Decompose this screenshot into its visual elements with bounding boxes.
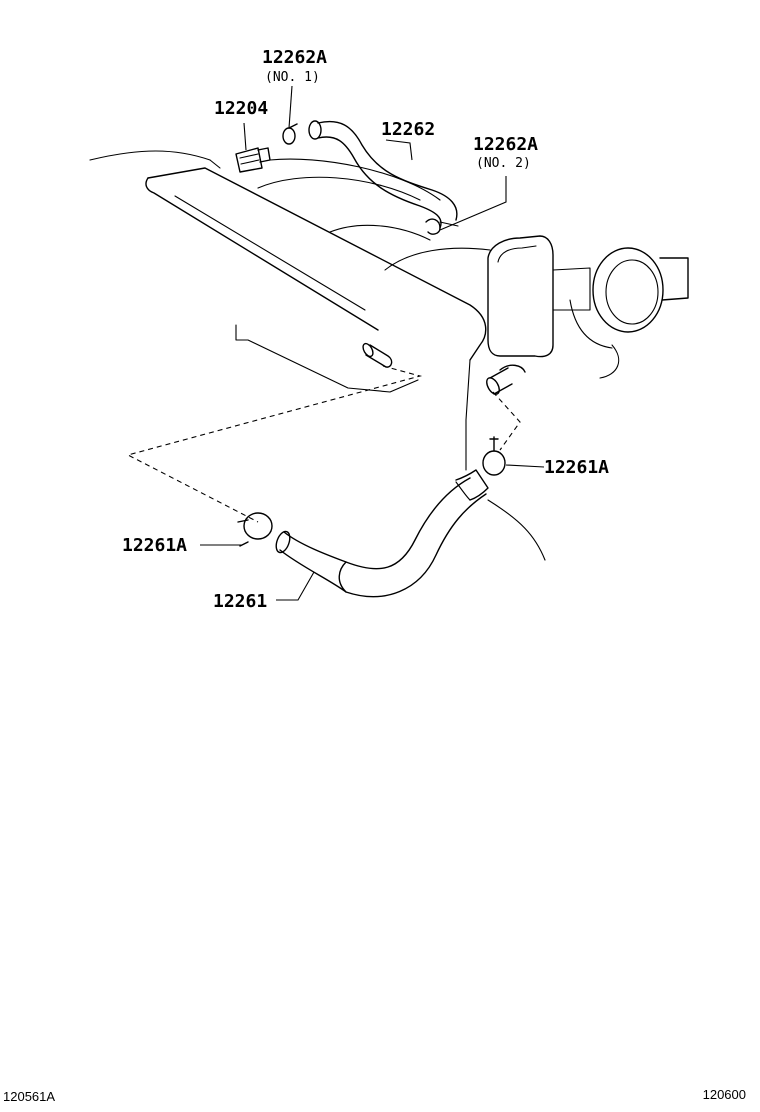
label-12261A-right: 12261A bbox=[544, 457, 609, 478]
label-12261A-left: 12261A bbox=[122, 535, 187, 556]
leader-lines bbox=[200, 85, 545, 601]
label-12262: 12262 bbox=[381, 119, 435, 140]
clip-12261A-left bbox=[237, 512, 273, 547]
diagram-code-left: 120561A bbox=[3, 1089, 56, 1104]
clip-no2 bbox=[425, 218, 441, 235]
diagram-code-right: 120600 bbox=[702, 1087, 746, 1102]
pcv-valve-12204 bbox=[235, 147, 271, 173]
hose-12262 bbox=[308, 120, 459, 229]
engine-outline bbox=[89, 150, 620, 561]
label-12262A-no1-sub: (NO. 1) bbox=[265, 70, 320, 85]
pcv-chamber bbox=[486, 235, 689, 395]
label-12261: 12261 bbox=[213, 591, 267, 612]
label-12204: 12204 bbox=[214, 98, 268, 119]
label-12262A-no2: 12262A bbox=[473, 134, 538, 155]
clip-12261A-right bbox=[482, 436, 506, 476]
label-12262A-no1: 12262A bbox=[262, 47, 327, 68]
hose-12261 bbox=[275, 469, 489, 598]
clip-no1 bbox=[282, 123, 298, 145]
label-12262A-no2-sub: (NO. 2) bbox=[476, 156, 531, 171]
dashed-lines bbox=[126, 365, 521, 523]
pipe-nipple-left bbox=[362, 342, 393, 368]
